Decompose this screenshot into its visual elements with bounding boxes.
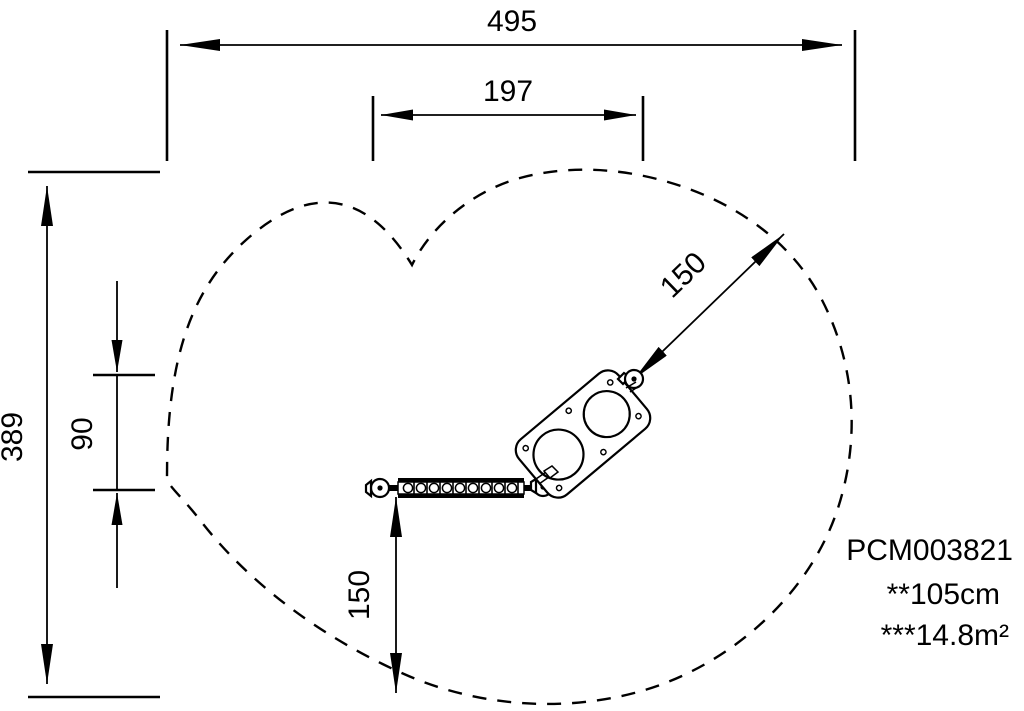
- safety-zone-path: [165, 168, 853, 706]
- chain-left-anchor: [364, 477, 399, 499]
- product-code: PCM003821: [846, 534, 1013, 567]
- platform-element: [514, 369, 652, 499]
- chain-top-rail: [398, 478, 524, 482]
- safety-zone-outline: [165, 168, 853, 706]
- platform-hole-right: [582, 389, 631, 439]
- chain-bridge-element: [364, 476, 554, 499]
- product-info-block: PCM003821 **105cm ***14.8m²: [846, 534, 1013, 652]
- dim-label-90: 90: [66, 417, 99, 450]
- platform-bottom-anchor: [535, 465, 560, 485]
- chain-bottom-rail: [398, 494, 524, 498]
- platform-hole-left: [532, 428, 585, 481]
- platform-top-anchor: [616, 368, 645, 393]
- dimension-bottom-safety-150: 150: [343, 497, 402, 693]
- product-fall-height: **105cm: [887, 578, 1000, 611]
- dimension-inner-width: 197: [371, 75, 645, 161]
- dim-label-bottom-150: 150: [343, 570, 376, 620]
- dimension-overall-height: 389: [0, 170, 160, 699]
- dim-label-197: 197: [483, 75, 533, 108]
- dimension-overall-width: 495: [165, 5, 857, 161]
- chain-links: [402, 479, 519, 497]
- dim-label-389: 389: [0, 412, 29, 462]
- dimension-inner-height: 90: [66, 281, 155, 588]
- dim-label-495: 495: [487, 5, 537, 38]
- dim-label-diagonal-150: 150: [654, 246, 713, 305]
- dimension-diagonal-safety-150: 150: [633, 233, 785, 380]
- product-safety-area: ***14.8m²: [881, 619, 1009, 652]
- dim-line-diagonal-150: [633, 233, 785, 380]
